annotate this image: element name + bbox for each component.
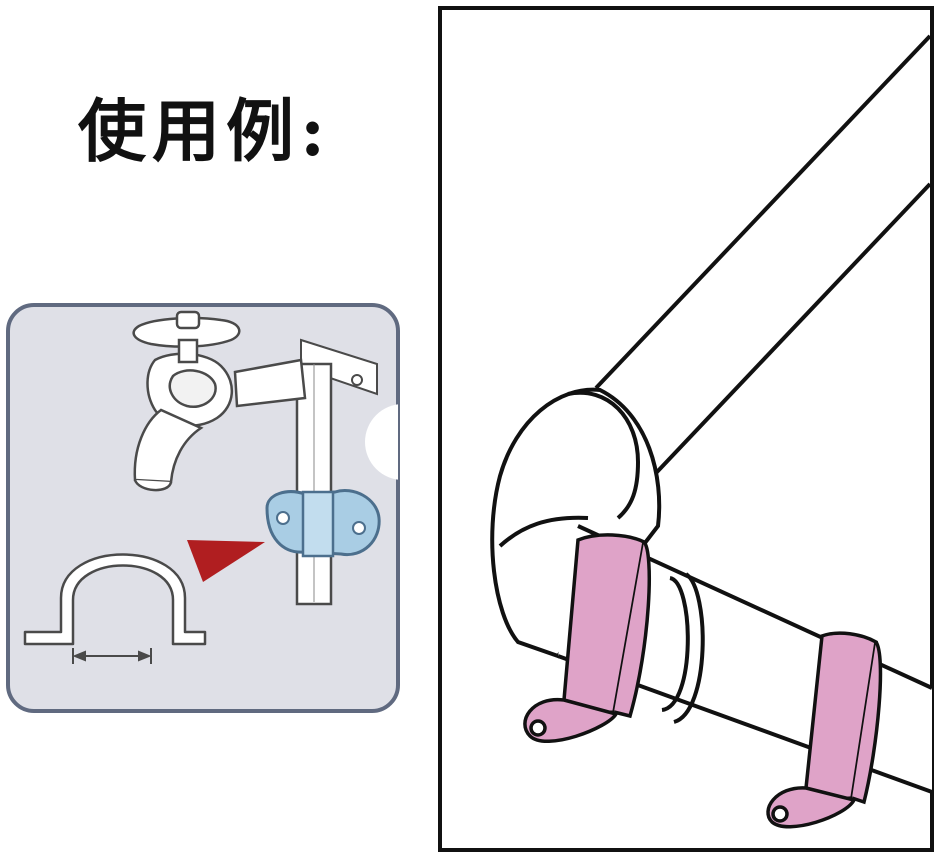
vertical-pipe xyxy=(295,362,333,606)
wall-plate xyxy=(300,338,378,396)
pipe-clip-right xyxy=(766,631,883,829)
usage-example-caption: 使用例: xyxy=(78,92,332,172)
pipe-installation-illustration xyxy=(438,6,934,852)
diagonal-pipe xyxy=(594,34,932,494)
pointer-arrow-icon xyxy=(187,540,265,582)
card-notch xyxy=(365,404,398,480)
pipe-elbow xyxy=(490,387,662,659)
faucet-icon xyxy=(132,310,307,492)
pipe-clip-left xyxy=(523,533,652,743)
width-dimension-icon xyxy=(72,648,152,664)
pipe-clip-icon xyxy=(265,489,381,558)
usage-illustration-card xyxy=(5,302,401,714)
u-clip-shape xyxy=(23,553,207,646)
